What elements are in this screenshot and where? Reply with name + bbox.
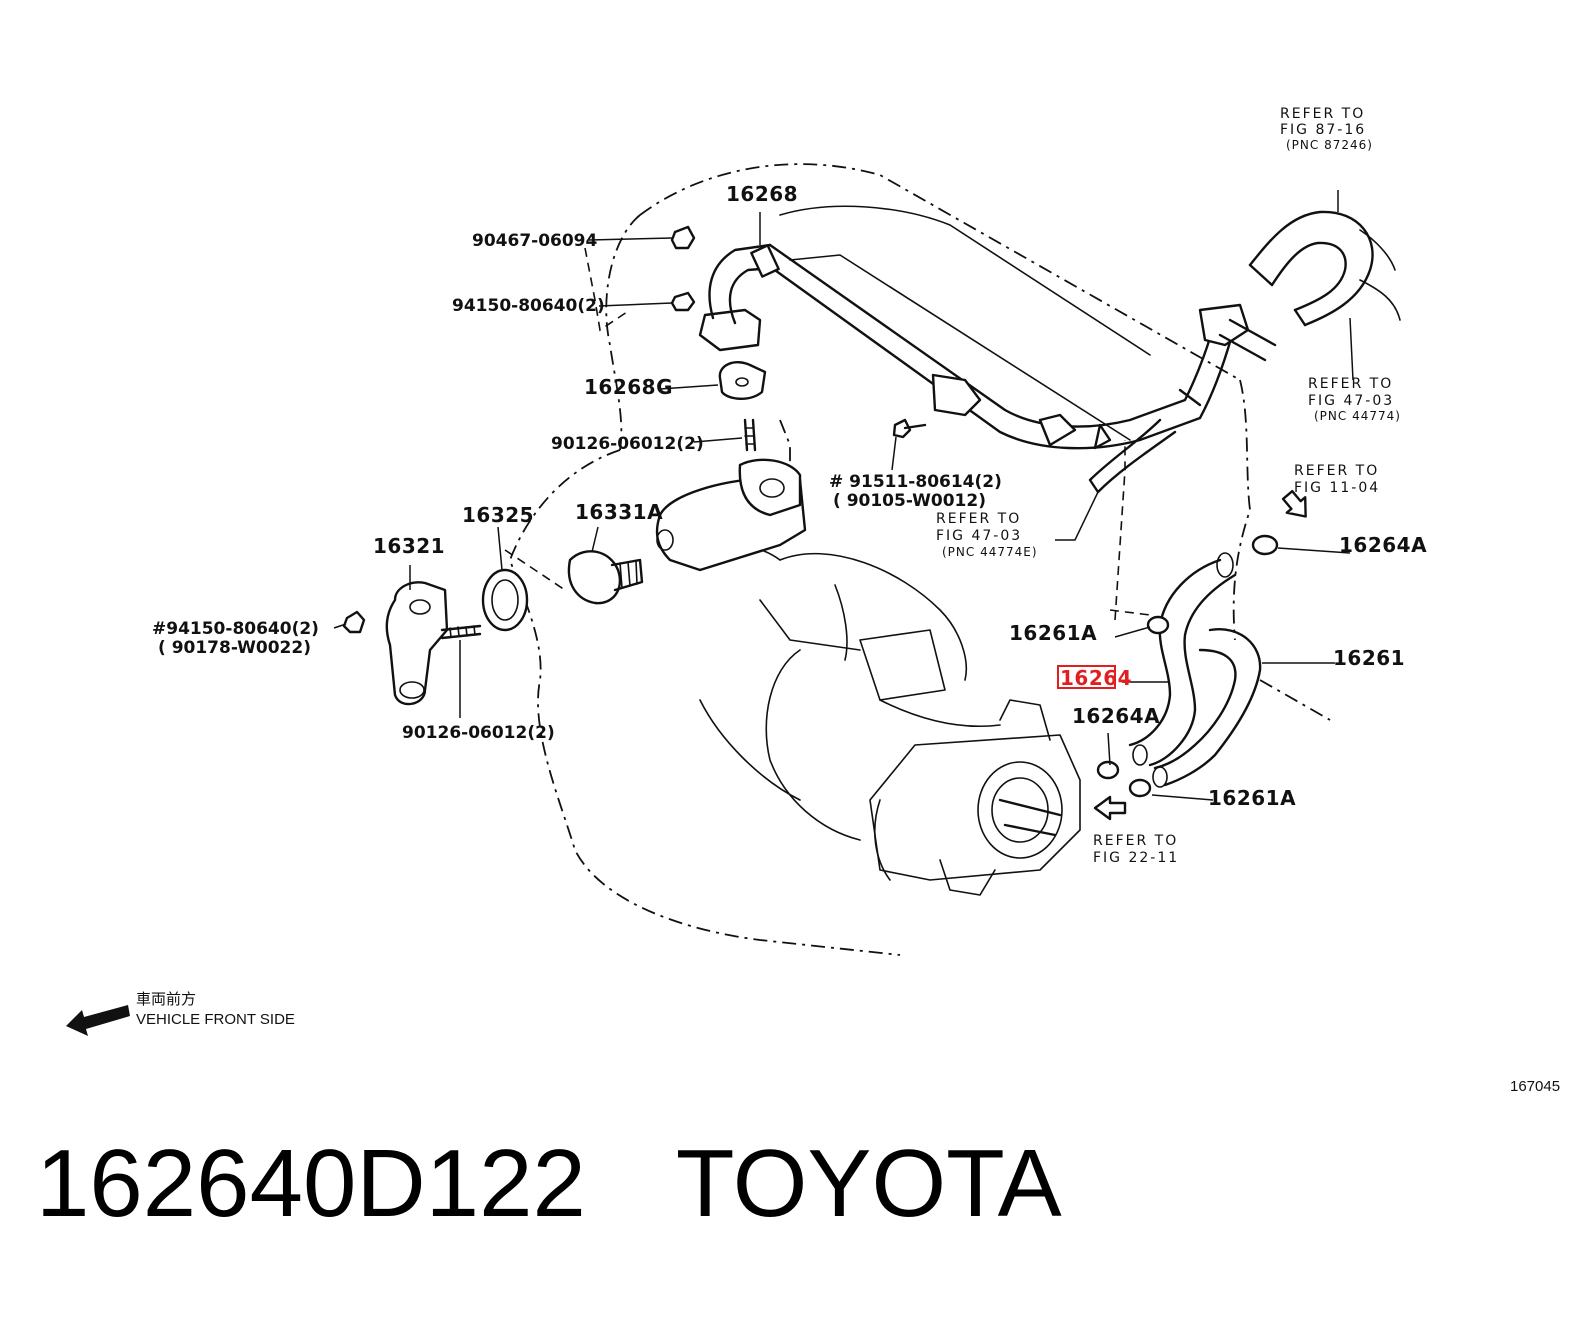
front-arrow-icon [66, 1005, 130, 1036]
label-90126-06012-bottom: 90126-06012(2) [402, 723, 555, 743]
label-16264A-top: 16264A [1339, 533, 1427, 557]
front-side-jp: 車両前方 [136, 991, 196, 1008]
ref-22-11-line1: REFER TO [1093, 833, 1178, 849]
ref-47-03b-line1: REFER TO [936, 511, 1021, 527]
ref-47-03a-line2: FIG 47-03 [1308, 393, 1394, 409]
label-16268G: 16268G [584, 375, 673, 399]
thermostat-16331A [567, 550, 644, 605]
engine-outline [509, 163, 1401, 956]
label-90467-06094: 90467-06094 [472, 231, 598, 251]
label-16268: 16268 [726, 182, 798, 206]
ref-87-16-line2: FIG 87-16 [1280, 122, 1366, 138]
label-16264A-bottom: 16264A [1072, 704, 1160, 728]
water-bypass-pipe-16268 [698, 243, 1277, 450]
label-16261: 16261 [1333, 646, 1405, 670]
ref-47-03b-line2: FIG 47-03 [936, 528, 1022, 544]
footer-part-number: 162640D122 [36, 1130, 586, 1237]
vehicle-front-indicator: 車両前方 VEHICLE FRONT SIDE [66, 991, 295, 1036]
hoses-upper-right [1088, 210, 1374, 494]
studs-and-nuts [342, 225, 927, 640]
ref-47-03a-line3: (PNC 44774) [1314, 409, 1401, 423]
part-labels: 16268 90467-06094 94150-80640(2) 16268G … [152, 182, 1427, 810]
gasket-16325 [481, 568, 529, 632]
label-90178-W0022: ( 90178-W0022) [158, 638, 311, 658]
label-16261A-top: 16261A [1009, 621, 1097, 645]
ref-11-04-line1: REFER TO [1294, 463, 1379, 479]
ref-47-03b-line3: (PNC 44774E) [942, 545, 1038, 559]
label-91511-80614: # 91511-80614(2) [829, 472, 1002, 492]
hoses-lower-right [1128, 552, 1262, 788]
ref-22-11-line2: FIG 22-11 [1093, 850, 1179, 866]
highlight-box-16264 [1057, 665, 1116, 689]
label-90126-06012-top: 90126-06012(2) [551, 434, 704, 454]
label-94150-80640-left: #94150-80640(2) [152, 619, 319, 639]
leader-lines [333, 190, 1354, 801]
reference-labels: REFER TO FIG 87-16 (PNC 87246) REFER TO … [936, 106, 1401, 866]
ref-11-04-line2: FIG 11-04 [1294, 480, 1380, 496]
figure-id: 167045 [1510, 1078, 1560, 1095]
label-16264-highlighted: 16264 [1060, 666, 1132, 690]
label-16325: 16325 [462, 503, 534, 527]
label-16321: 16321 [373, 534, 445, 558]
ref-47-03a-line1: REFER TO [1308, 376, 1393, 392]
ref-87-16-line3: (PNC 87246) [1286, 138, 1373, 152]
ref-87-16-line1: REFER TO [1280, 106, 1365, 122]
label-90105-W0012: ( 90105-W0012) [833, 491, 986, 511]
engine-lower-drawing [699, 546, 1081, 896]
footer-brand: TOYOTA [675, 1130, 1062, 1237]
reference-arrows [1093, 489, 1307, 821]
water-inlet-16321 [385, 581, 449, 706]
label-94150-80640: 94150-80640(2) [452, 296, 605, 316]
front-side-en: VEHICLE FRONT SIDE [136, 1011, 295, 1028]
label-16331A: 16331A [575, 500, 663, 524]
hose-clamps [1096, 534, 1279, 798]
label-16261A-bottom: 16261A [1208, 786, 1296, 810]
thermostat-housing [655, 458, 807, 572]
